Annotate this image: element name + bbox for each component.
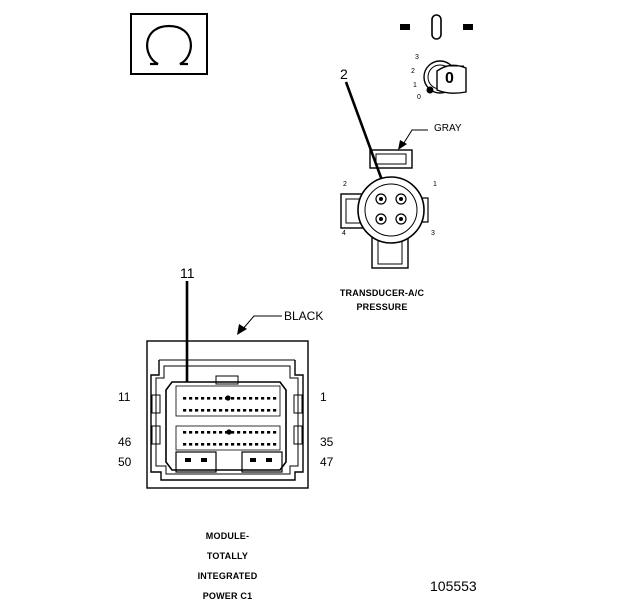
pin-cavity [213,431,217,434]
figure-number: 105553 [430,578,477,594]
pin-cavity [195,443,199,446]
pin-cavity [189,409,193,412]
pin-cavity [213,397,217,400]
transducer-connector [340,81,429,269]
pin-cavity [237,431,241,434]
pin-cavity [225,409,229,412]
pin-cavity [201,431,205,434]
ignition-key-label: 0 [445,70,454,87]
pin-cavity [273,431,277,434]
pin-cavity [261,443,265,446]
transducer-caption: TRANSDUCER-A/C PRESSURE [336,286,428,314]
pin-cavity [255,409,259,412]
ignition-position-0: 0 [417,94,421,101]
pin-cavity [261,431,265,434]
module-caption-line-3: INTEGRATED [197,571,258,581]
pin-cavity [195,397,199,400]
module-pin-50: 50 [118,455,132,469]
pin-cavity [195,431,199,434]
pin-cavity [273,443,277,446]
pin-cavity [231,431,235,434]
module-pin-46: 46 [118,435,132,449]
ignition-switch-icon [400,14,473,95]
pin-cavity [267,397,271,400]
transducer-pin-1: 1 [433,181,437,188]
pin-cavity [261,397,265,400]
pin-cavity [249,443,253,446]
pin-cavity [243,409,247,412]
ohm-meter-icon [130,13,208,75]
pin-cavity [183,431,187,434]
pin-cavity [249,409,253,412]
pin-cavity [255,397,259,400]
pin-cavity [207,409,211,412]
pin-cavity [219,443,223,446]
pin-cavity [231,397,235,400]
pin-cavity [207,397,211,400]
pin-cavity [201,397,205,400]
pin-cavity [219,431,223,434]
pin-cavity [267,431,271,434]
pin-cavity [207,431,211,434]
ignition-position-3: 3 [415,54,419,61]
transducer-pin-4: 4 [342,230,346,237]
pin-cavity [237,409,241,412]
pin-cavity [213,409,217,412]
transducer-caption-line-1: TRANSDUCER-A/C [339,288,425,298]
pin-cavity [249,431,253,434]
pin-cavity [201,409,205,412]
module-pin-1: 1 [320,390,327,404]
pin-cavity [249,397,253,400]
pin-cavity [231,443,235,446]
pin-cavity [255,443,259,446]
pin-cavity [273,397,277,400]
pin-cavity [183,443,187,446]
pin-cavity [183,409,187,412]
pin-cavity [237,397,241,400]
pin-cavity [267,409,271,412]
module-c1-connector [146,281,309,489]
pin-cavity [261,409,265,412]
pin-cavity [183,397,187,400]
module-wire-color: BLACK [284,309,324,323]
pin-cavity [189,431,193,434]
pin-cavity [213,443,217,446]
transducer-pin-2: 2 [343,181,347,188]
pin-cavity [219,397,223,400]
pin-cavity [243,431,247,434]
transducer-wire-color: GRAY [434,123,462,134]
pin-cavity [189,397,193,400]
pin-cavity [267,443,271,446]
module-caption: MODULE- TOTALLY INTEGRATED POWER C1 [180,526,275,606]
pin-cavity-grid [183,395,277,446]
polarizing-key [226,429,232,435]
pin-cavity [237,443,241,446]
pin-cavity [225,443,229,446]
pin-cavity [243,397,247,400]
module-caption-line-4: POWER C1 [202,591,253,601]
pin-cavity [201,443,205,446]
pin-cavity [207,443,211,446]
pin-cavity [195,409,199,412]
pin-cavity [189,443,193,446]
pin-cavity [219,409,223,412]
module-pin-35: 35 [320,435,334,449]
transducer-caption-line-2: PRESSURE [356,302,408,312]
polarizing-key [225,395,231,401]
module-callout-number: 11 [180,265,195,281]
transducer-callout-number: 2 [340,66,348,82]
module-caption-line-2: TOTALLY [206,551,249,561]
module-pin-11: 11 [118,390,131,404]
pin-cavity [243,443,247,446]
pin-cavity [231,409,235,412]
ignition-position-2: 2 [411,68,415,75]
module-caption-line-1: MODULE- [205,531,250,541]
pin-cavity [273,409,277,412]
ignition-position-1: 1 [413,82,417,89]
transducer-pin-3: 3 [431,230,435,237]
module-pin-47: 47 [320,455,334,469]
pin-cavity [255,431,259,434]
